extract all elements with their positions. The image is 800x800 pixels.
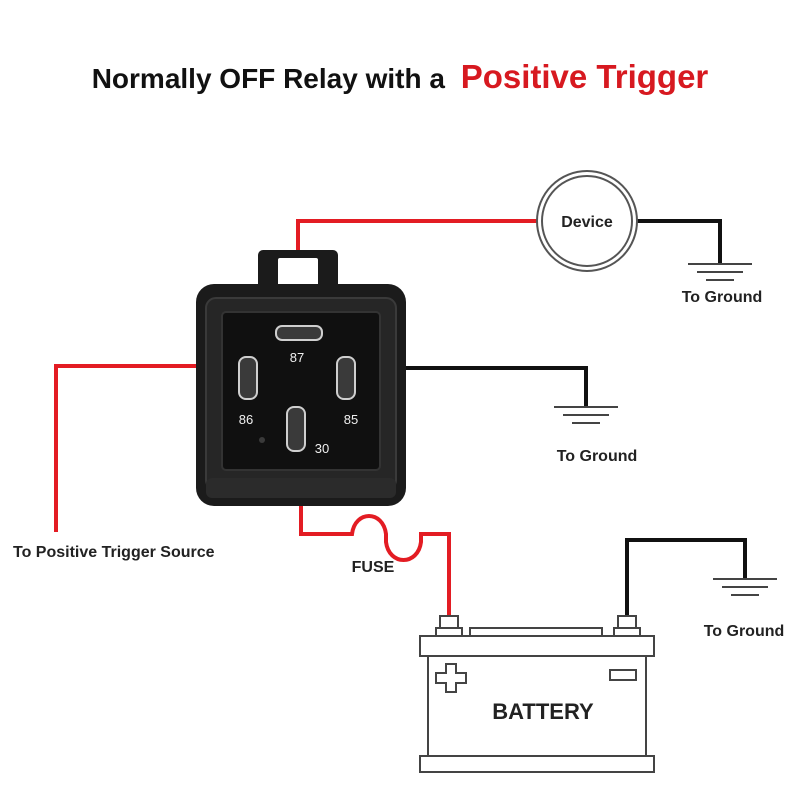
- ground-label-battery: To Ground: [704, 623, 785, 640]
- wire-87-to-device: [296, 219, 540, 255]
- title-prefix: Normally OFF Relay with a: [92, 63, 446, 94]
- device-label: Device: [561, 214, 613, 231]
- battery: [419, 615, 655, 773]
- pin-86-terminal: [238, 356, 258, 400]
- pin-86-label: 86: [239, 412, 253, 427]
- ground-symbol-icon: [688, 263, 752, 281]
- wire-86-to-trigger: [54, 364, 197, 532]
- ground-symbol-icon: [713, 578, 777, 596]
- wire-30-to-battery: [299, 504, 451, 616]
- pin-85-label: 85: [344, 412, 358, 427]
- ground-label-device: To Ground: [682, 289, 763, 306]
- plus-icon: [435, 663, 467, 693]
- wire-85-to-ground: [405, 366, 588, 406]
- battery-label: BATTERY: [492, 699, 594, 724]
- relay-tab-hole: [278, 258, 318, 288]
- ground-label-relay: To Ground: [557, 448, 638, 465]
- trigger-source-label: To Positive Trigger Source: [13, 544, 215, 561]
- wire-battery-to-ground: [625, 538, 747, 616]
- relay: 87 86 85 30: [196, 250, 406, 506]
- fuse-label: FUSE: [352, 559, 395, 576]
- wire-device-to-ground: [633, 219, 722, 263]
- minus-icon: [609, 669, 637, 681]
- title-highlight: Positive Trigger: [461, 58, 709, 95]
- battery-lid: [419, 635, 655, 657]
- pin-85-terminal: [336, 356, 356, 400]
- device-symbol: Device: [536, 170, 638, 272]
- ground-symbol-icon: [554, 406, 618, 424]
- pin-87-terminal: [275, 325, 323, 341]
- pin-30-label: 30: [315, 441, 329, 456]
- relay-pin-face: [221, 311, 381, 471]
- pin-87-label: 87: [290, 350, 304, 365]
- page-title: Normally OFF Relay with a Positive Trigg…: [92, 58, 709, 95]
- pin-30-terminal: [286, 406, 306, 452]
